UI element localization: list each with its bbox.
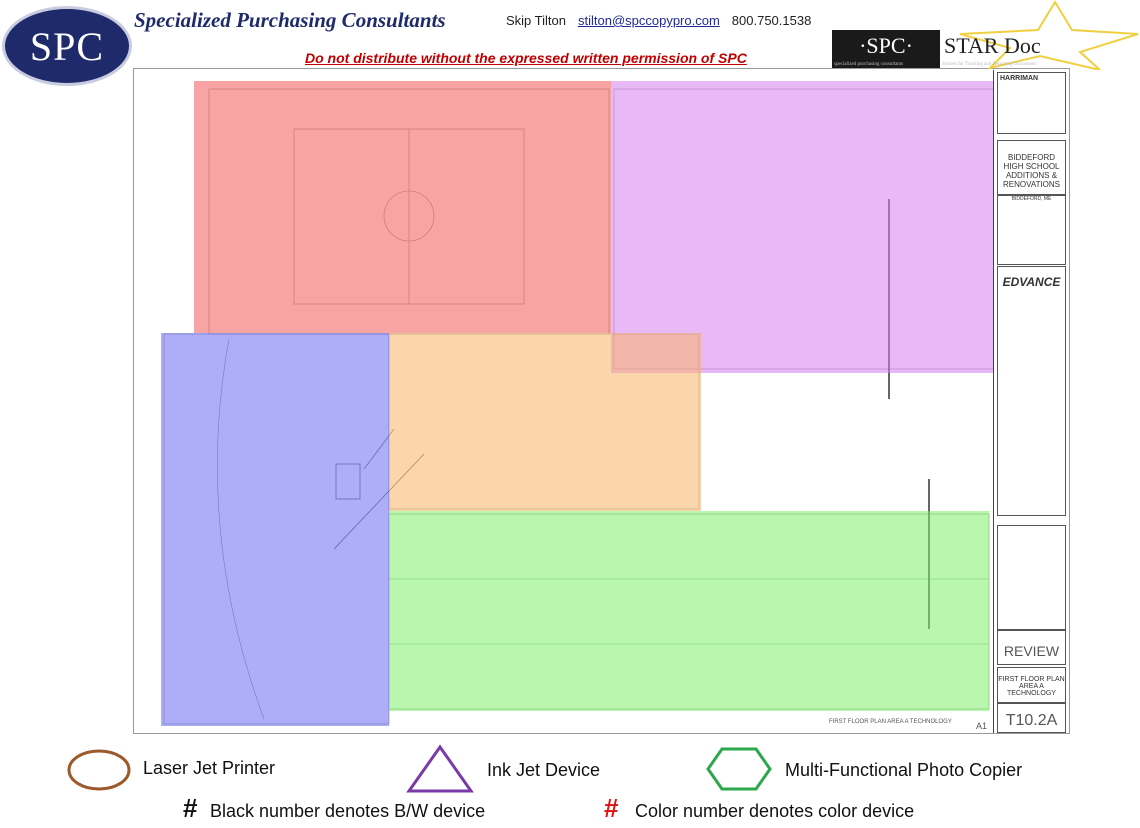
project-title: BIDDEFORD HIGH SCHOOL ADDITIONS & RENOVA… bbox=[997, 140, 1066, 195]
legend-bw-label: Black number denotes B/W device bbox=[210, 801, 486, 821]
spc-logo: SPC bbox=[2, 6, 132, 86]
plan-tag: A1 bbox=[976, 721, 987, 731]
revision-table bbox=[997, 525, 1066, 630]
zone-red bbox=[194, 81, 611, 333]
drawing-number: T10.2A bbox=[997, 703, 1066, 733]
mfp-hexagon-icon bbox=[706, 747, 772, 791]
consultant-logo: EDVANCE bbox=[997, 266, 1066, 516]
color-hash-icon: # bbox=[604, 793, 619, 823]
zone-orange bbox=[389, 333, 701, 511]
contact-info: Skip Tilton stilton@spccopypro.com 800.7… bbox=[506, 13, 811, 28]
star-icon bbox=[960, 0, 1139, 70]
project-location: BIDDEFORD, ME bbox=[997, 195, 1066, 265]
contact-phone: 800.750.1538 bbox=[731, 13, 812, 28]
company-name: Specialized Purchasing Consultants bbox=[134, 8, 446, 32]
stardoc-logo: ·SPC·specialized purchasing consultants … bbox=[832, 30, 1137, 68]
plan-caption: FIRST FLOOR PLAN AREA A TECHNOLOGY bbox=[829, 719, 952, 725]
floor-plan: FIRST FLOOR PLAN AREA A TECHNOLOGY A1 bbox=[133, 68, 1070, 734]
laser-printer-ellipse-icon bbox=[67, 749, 131, 791]
drawing-status: REVIEW bbox=[997, 630, 1066, 665]
legend-inkjet-label: Ink Jet Device bbox=[487, 760, 601, 780]
inkjet-triangle-icon bbox=[406, 744, 474, 793]
legend-laser-label: Laser Jet Printer bbox=[143, 758, 276, 778]
drawing-title: FIRST FLOOR PLAN AREA A TECHNOLOGY bbox=[997, 667, 1066, 703]
distribution-warning: Do not distribute without the expressed … bbox=[305, 50, 747, 66]
zone-green bbox=[389, 511, 989, 711]
zone-blue bbox=[161, 333, 389, 726]
legend-color-label: Color number denotes color device bbox=[635, 801, 915, 821]
contact-name: Skip Tilton bbox=[506, 13, 566, 28]
title-block: HARRIMAN BIDDEFORD HIGH SCHOOL ADDITIONS… bbox=[993, 70, 1069, 733]
zone-purple bbox=[611, 81, 993, 373]
contact-email-link[interactable]: stilton@spccopypro.com bbox=[577, 13, 720, 28]
firm-name: HARRIMAN bbox=[997, 72, 1066, 134]
black-hash-icon: # bbox=[183, 793, 198, 823]
legend-mfp-label: Multi-Functional Photo Copier bbox=[785, 760, 1023, 780]
